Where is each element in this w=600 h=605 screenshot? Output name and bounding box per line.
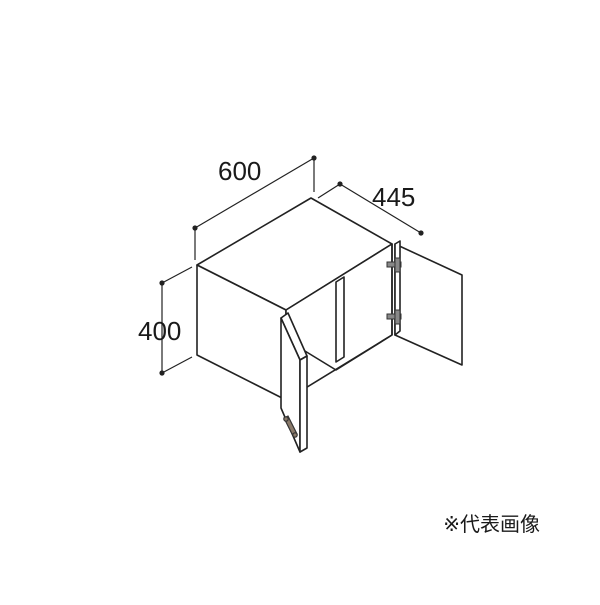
width-dimension-line xyxy=(194,157,315,229)
hinges xyxy=(386,257,402,325)
hinge-icon xyxy=(386,261,402,268)
cabinet-left-door-edge xyxy=(299,355,308,453)
dimension-dot xyxy=(418,230,424,236)
dimension-dot xyxy=(311,155,317,161)
hinge-icon xyxy=(386,313,402,320)
representative-image-note: ※代表画像 xyxy=(443,512,540,536)
dimension-endpoints xyxy=(159,155,424,376)
width-label: 600 xyxy=(218,156,261,186)
depth-label: 445 xyxy=(372,182,415,212)
cabinet-floor-edge xyxy=(299,334,393,371)
dimension-dot xyxy=(192,225,198,231)
height-extension-bottom xyxy=(161,356,193,374)
dimension-dot xyxy=(337,181,343,187)
dimension-lines xyxy=(161,157,422,374)
door-handle-icon xyxy=(283,415,298,438)
height-label: 400 xyxy=(138,316,181,346)
dimension-dot xyxy=(159,370,165,376)
hinge-icon xyxy=(394,257,401,273)
depth-extension-left xyxy=(317,183,341,199)
cabinet-right-door xyxy=(394,243,463,366)
cabinet-center-divider xyxy=(335,276,345,363)
height-extension-top xyxy=(161,266,193,284)
dimension-dot xyxy=(159,280,165,286)
depth-dimension-line xyxy=(339,183,422,234)
hinge-icon xyxy=(394,309,401,325)
